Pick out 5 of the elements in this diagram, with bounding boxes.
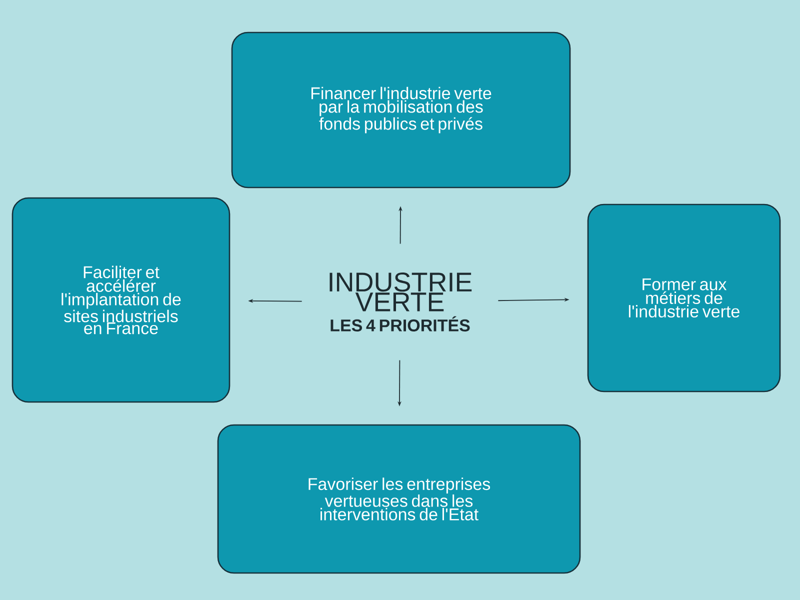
title-text: INDUSTRIE VERTE LES 4 PRIORITÉS <box>330 272 472 332</box>
priority-box: Former aux métiers de l'industrie verte <box>587 204 781 392</box>
priority-box: Favoriser les entreprises vertueuses dans les interventions de l'Etat <box>217 424 581 574</box>
priority-box: Faciliter et accélérer l'implantation de sites industriels en France <box>12 197 230 403</box>
priority-box: Financer l'industrie verte par la mobilisation des fonds publics et privés <box>231 32 571 188</box>
